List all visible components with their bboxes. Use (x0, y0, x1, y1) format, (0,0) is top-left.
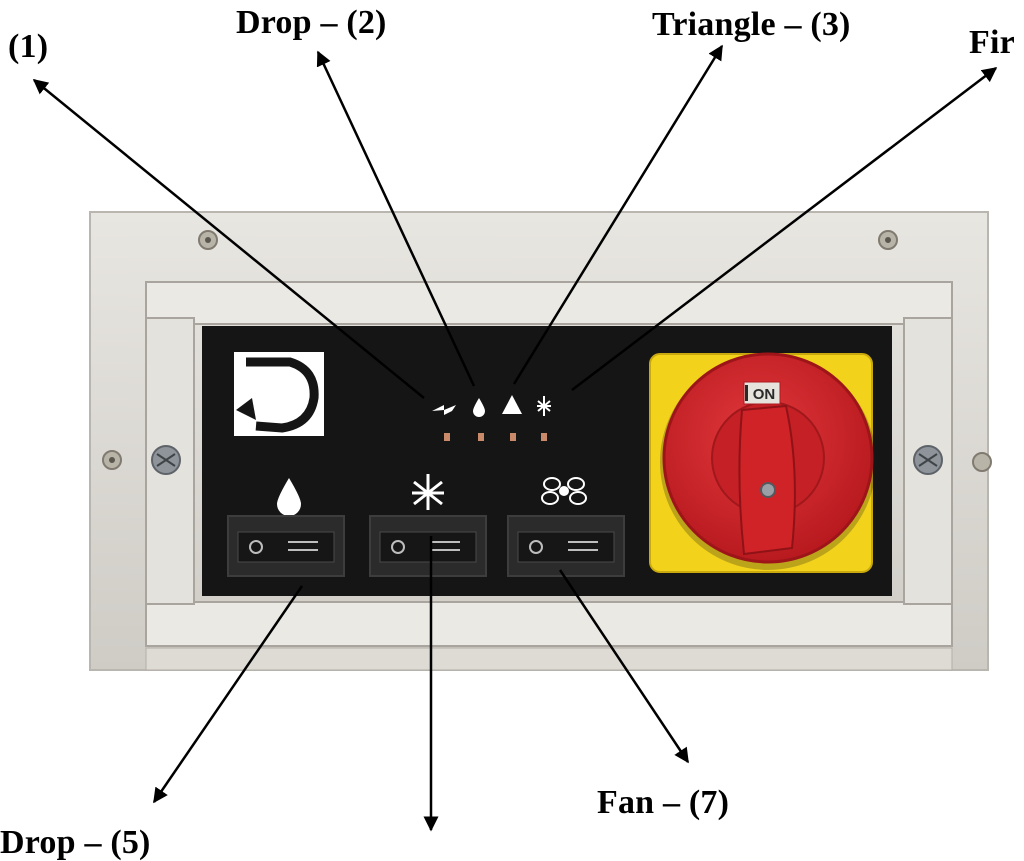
rocker-switch-fire[interactable] (369, 515, 487, 577)
brand-logo (234, 352, 324, 436)
indicator-led-3 (510, 433, 516, 441)
arrow-3 (512, 44, 724, 385)
drop-large-icon (277, 478, 301, 516)
callout-label-5: Drop – (5) (0, 824, 151, 861)
panel-bezel (145, 281, 953, 671)
triangle-icon (502, 395, 522, 414)
callout-label-7: Fan – (7) (597, 784, 730, 821)
arrow-5 (152, 585, 304, 804)
callout-label-2: Drop – (2) (236, 4, 387, 41)
screw-right-edge (972, 452, 992, 472)
drop-small-icon (473, 398, 485, 417)
indicator-led-1 (444, 433, 450, 441)
arrow-1 (32, 79, 425, 399)
callout-label-4: Fir (969, 24, 1015, 61)
callout-label-1: (1) (8, 28, 49, 65)
main-rotary-switch[interactable]: ON (649, 352, 876, 573)
arrow-7 (558, 569, 690, 764)
fire-large-icon (412, 474, 444, 510)
arrow-4 (571, 67, 998, 391)
lightning-icon (432, 405, 456, 415)
indicator-led-2 (478, 433, 484, 441)
indicator-row (432, 395, 551, 441)
fan-icon (541, 477, 587, 505)
rocker-switch-drop[interactable] (227, 515, 345, 577)
callout-label-3: Triangle – (3) (652, 6, 851, 43)
rotary-knob-handle[interactable] (738, 404, 796, 556)
fire-small-icon (537, 396, 551, 416)
arrow-2 (316, 50, 476, 387)
switch-on-label: ON (753, 386, 776, 403)
callout-arrows (32, 44, 998, 832)
rocker-switch-fan[interactable] (507, 515, 625, 577)
indicator-led-4 (541, 433, 547, 441)
